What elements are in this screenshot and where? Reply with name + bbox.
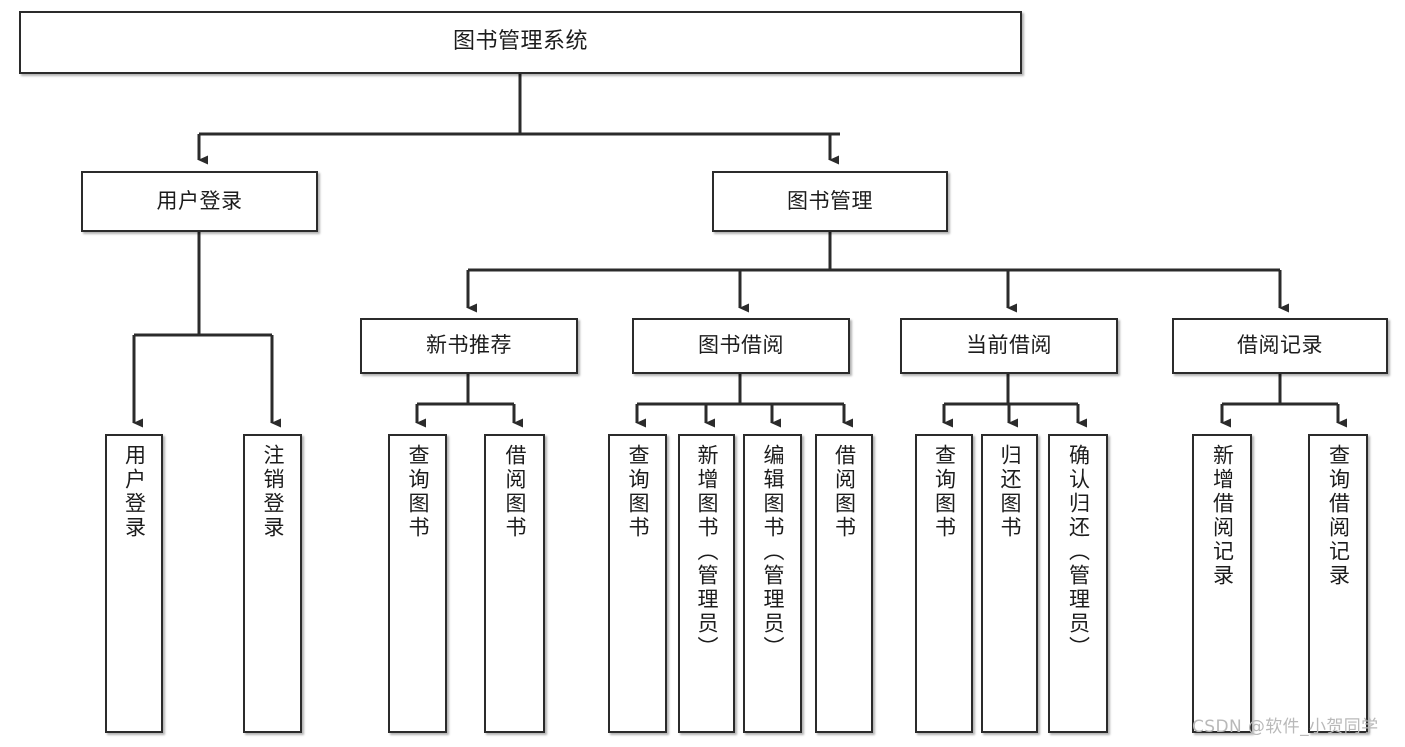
node-leaf-edit-book-admin[interactable]: 编辑图书（管理员）	[743, 434, 802, 733]
node-leaf-borrow-book-label: 借阅图书	[832, 444, 857, 540]
node-leaf-logout[interactable]: 注销登录	[243, 434, 302, 733]
node-leaf-user-login[interactable]: 用户登录	[105, 434, 163, 733]
node-leaf-borrow-book-new-label: 借阅图书	[503, 444, 527, 540]
node-user-login[interactable]: 用户登录	[81, 171, 318, 232]
node-leaf-search-book-borrow[interactable]: 查询图书	[608, 434, 667, 733]
node-root[interactable]: 图书管理系统	[19, 11, 1022, 74]
node-book-borrow-label: 图书借阅	[698, 333, 784, 358]
node-leaf-search-book-current-label: 查询图书	[932, 444, 957, 540]
node-leaf-add-book-admin-label: 新增图书（管理员）	[695, 444, 719, 660]
node-borrow-record[interactable]: 借阅记录	[1172, 318, 1388, 374]
node-user-login-label: 用户登录	[156, 188, 243, 213]
node-leaf-borrow-book-new[interactable]: 借阅图书	[484, 434, 545, 733]
node-leaf-borrow-book[interactable]: 借阅图书	[815, 434, 873, 733]
node-leaf-add-book-admin[interactable]: 新增图书（管理员）	[678, 434, 735, 733]
node-leaf-logout-label: 注销登录	[261, 444, 285, 540]
node-new-book-recommend[interactable]: 新书推荐	[360, 318, 578, 374]
node-new-book-recommend-label: 新书推荐	[426, 333, 512, 358]
node-leaf-return-book-label: 归还图书	[998, 444, 1022, 540]
node-leaf-confirm-return-admin[interactable]: 确认归还（管理员）	[1048, 434, 1108, 733]
node-book-borrow[interactable]: 图书借阅	[632, 318, 850, 374]
node-leaf-add-borrow-record-label: 新增借阅记录	[1210, 444, 1235, 588]
node-leaf-search-borrow-record-label: 查询借阅记录	[1326, 444, 1351, 588]
node-current-borrow[interactable]: 当前借阅	[900, 318, 1118, 374]
node-leaf-search-book-borrow-label: 查询图书	[626, 444, 650, 540]
node-leaf-add-borrow-record[interactable]: 新增借阅记录	[1192, 434, 1252, 733]
node-leaf-edit-book-admin-label: 编辑图书（管理员）	[761, 444, 785, 660]
node-root-label: 图书管理系统	[452, 29, 588, 55]
node-leaf-search-borrow-record[interactable]: 查询借阅记录	[1308, 434, 1368, 733]
node-leaf-return-book[interactable]: 归还图书	[981, 434, 1038, 733]
node-leaf-search-book-current[interactable]: 查询图书	[915, 434, 973, 733]
csdn-watermark: CSDN @软件_小贺同学	[1192, 717, 1379, 737]
node-book-management[interactable]: 图书管理	[712, 171, 948, 232]
node-leaf-search-book-new[interactable]: 查询图书	[388, 434, 447, 733]
node-leaf-search-book-new-label: 查询图书	[406, 444, 430, 540]
node-leaf-user-login-label: 用户登录	[122, 444, 147, 540]
node-borrow-record-label: 借阅记录	[1237, 333, 1323, 358]
node-leaf-confirm-return-admin-label: 确认归还（管理员）	[1066, 444, 1091, 660]
node-book-management-label: 图书管理	[787, 188, 873, 213]
node-current-borrow-label: 当前借阅	[966, 333, 1052, 358]
